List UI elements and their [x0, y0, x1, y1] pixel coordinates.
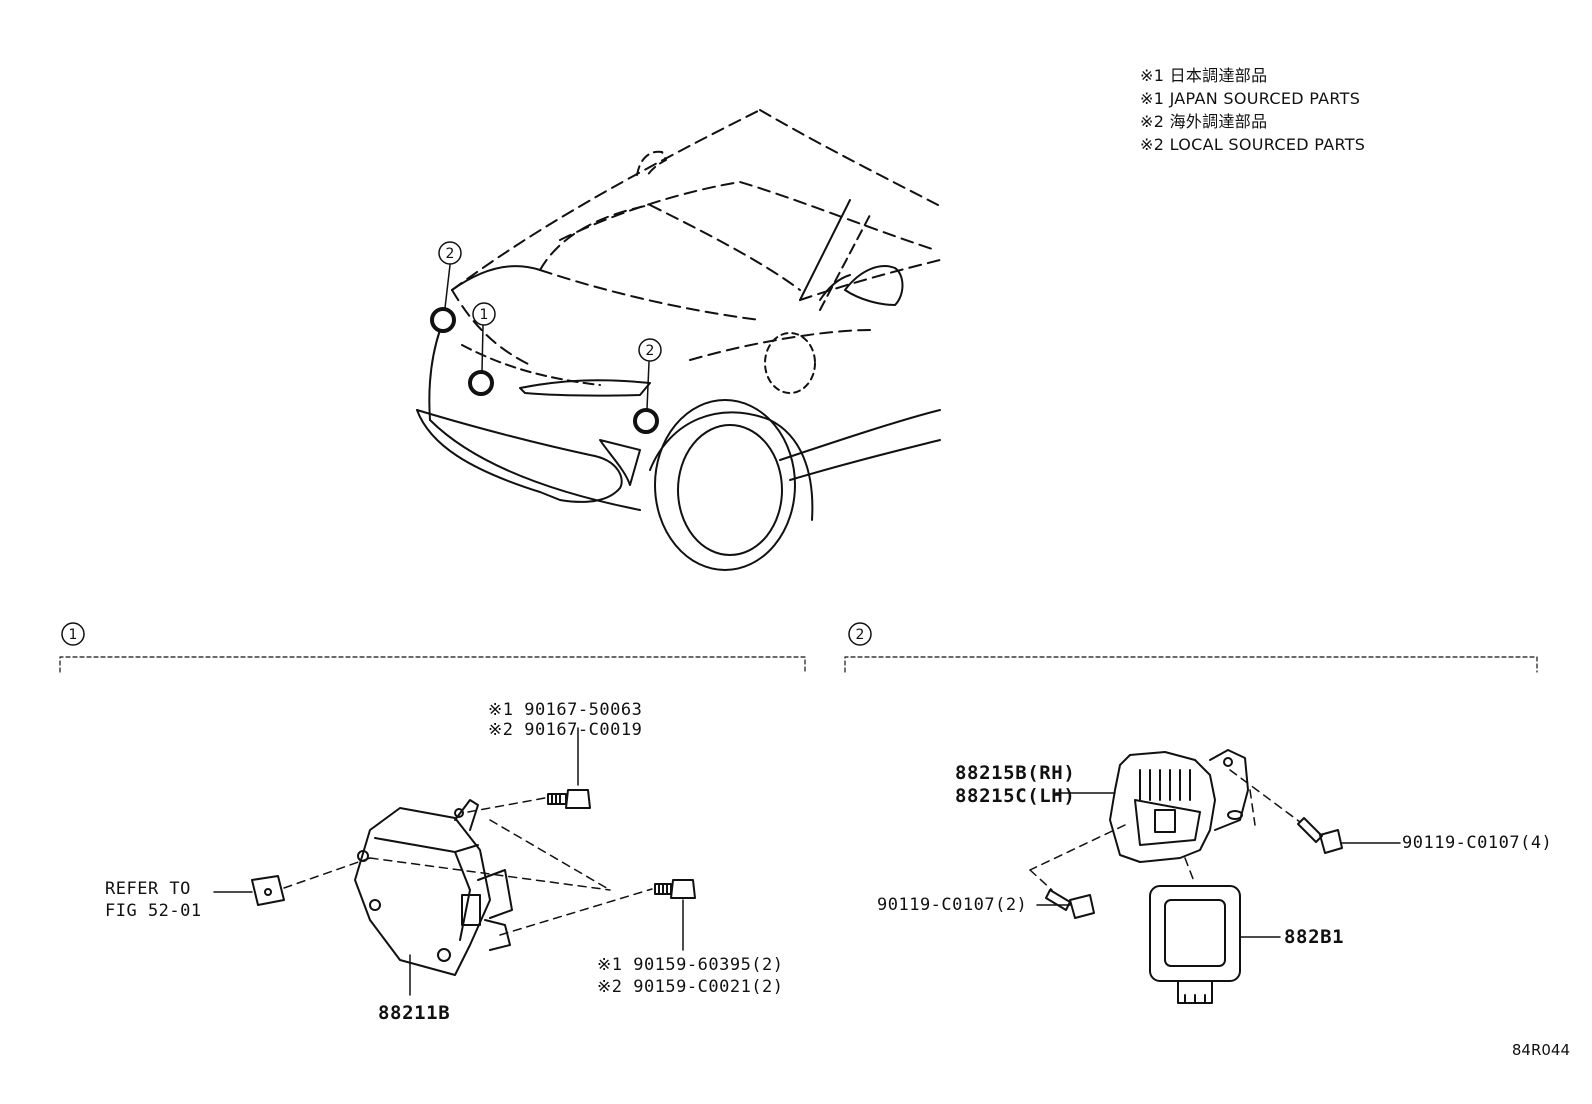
section-2: 2 [844, 622, 1538, 1004]
control-module-88211b [354, 799, 513, 996]
callout-2-left-number: 2 [446, 246, 455, 262]
callout-1-number: 1 [480, 307, 489, 323]
locator-right-corner [633, 408, 659, 434]
bolt-90167 [547, 727, 591, 809]
radar-sensor-882b1 [1149, 885, 1281, 1004]
sensor-bracket-88215 [1055, 749, 1249, 863]
callout-2-right-number: 2 [646, 343, 655, 359]
bolt-90159 [654, 879, 696, 951]
section-2-bracket [844, 656, 1538, 673]
callout-1 [472, 302, 496, 326]
label-bolt-side-1: ※1 90159-60395(2) [597, 955, 784, 975]
label-bolt-top-2: ※2 90167-C0019 [488, 720, 643, 740]
sourcing-legend: ※1 日本調達部品 ※1 JAPAN SOURCED PARTS ※2 海外調達… [1140, 64, 1365, 156]
section-2-marker [848, 622, 872, 646]
label-bolt-side-2: ※2 90159-C0021(2) [597, 977, 784, 997]
sensor-locations: 2 1 2 [430, 241, 662, 434]
label-sensor-882b1: 882B1 [1284, 926, 1345, 948]
label-refer-2: FIG 52-01 [105, 901, 202, 921]
locator-center [468, 370, 494, 396]
legend-local-en: ※2 LOCAL SOURCED PARTS [1140, 135, 1366, 154]
callout-2-right [638, 338, 662, 362]
section-1-assembly-lines [283, 797, 653, 936]
bolt-90119-right [1297, 817, 1401, 854]
label-bolt-top-1: ※1 90167-50063 [488, 700, 643, 720]
bolt-90119-left [1036, 889, 1095, 919]
clip-nut [213, 875, 285, 906]
label-part-88215c-lh: 88215C(LH) [955, 785, 1076, 807]
section-2-assembly-lines [1029, 769, 1301, 891]
diagram-code: 84R044 [1511, 1041, 1570, 1059]
section-2-marker-number: 2 [856, 627, 865, 643]
section-1: 1 [59, 622, 806, 996]
section-1-marker [61, 622, 85, 646]
label-bolt-right: 90119-C0107(4) [1402, 833, 1553, 853]
legend-local-jp: ※2 海外調達部品 [1140, 112, 1268, 131]
legend-japan-jp: ※1 日本調達部品 [1140, 66, 1268, 85]
vehicle-illustration [416, 109, 941, 571]
locator-left-corner [430, 307, 456, 333]
legend-japan-en: ※1 JAPAN SOURCED PARTS [1140, 89, 1361, 108]
label-bolt-left: 90119-C0107(2) [877, 895, 1028, 915]
callout-2-left [438, 241, 462, 265]
section-1-marker-number: 1 [69, 627, 78, 643]
section-1-bracket [59, 656, 806, 673]
label-part-88211b: 88211B [378, 1002, 451, 1024]
label-part-88215b-rh: 88215B(RH) [955, 762, 1076, 784]
label-refer-1: REFER TO [105, 879, 191, 899]
